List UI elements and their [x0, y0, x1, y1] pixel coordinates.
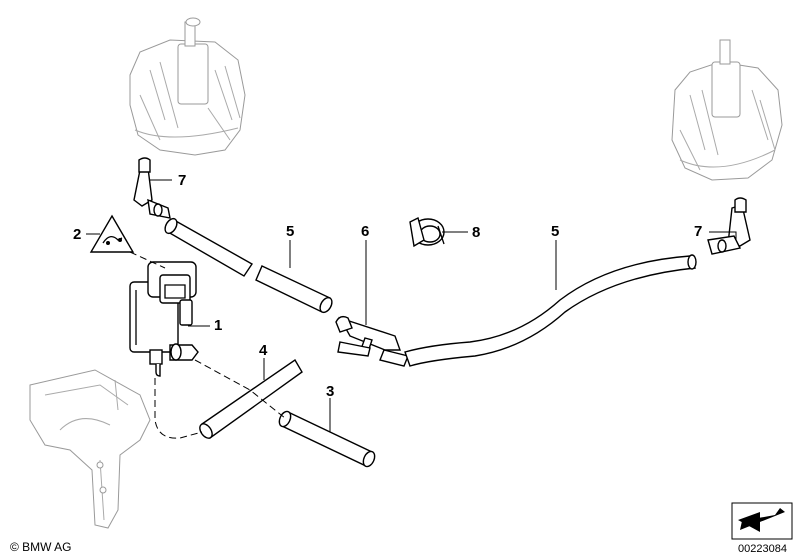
callout-7-left: 7	[178, 172, 187, 189]
hose-clamp-part-8	[409, 216, 445, 248]
engine-mount-left	[129, 17, 246, 156]
callout-6: 6	[361, 223, 370, 240]
hose-part-5-short	[164, 217, 333, 314]
copyright-text: © BMW AG	[10, 540, 72, 554]
callout-2: 2	[73, 226, 82, 243]
assembly-dash-lines	[129, 251, 286, 439]
diagram-number: 00223084	[738, 543, 787, 555]
callout-8: 8	[472, 224, 481, 241]
warning-label-part-2	[89, 214, 135, 253]
orientation-arrow-icon	[731, 502, 793, 540]
callout-7-right: 7	[694, 223, 703, 240]
leader-lines	[86, 179, 737, 432]
solenoid-valve-part-1	[129, 261, 199, 377]
mounting-bracket	[29, 369, 151, 529]
engine-mount-right	[671, 39, 783, 181]
angle-connector-part-7-right	[707, 197, 751, 255]
hose-part-5-long	[404, 254, 697, 367]
t-piece-part-6	[335, 315, 409, 367]
callout-4: 4	[259, 342, 268, 359]
angle-connector-part-7-left	[133, 157, 171, 219]
hose-part-4	[199, 358, 303, 440]
callout-5-mid: 5	[286, 223, 295, 240]
callout-3: 3	[326, 383, 335, 400]
callout-1: 1	[214, 317, 223, 334]
callout-5-right: 5	[551, 223, 560, 240]
hose-part-3	[278, 410, 376, 468]
